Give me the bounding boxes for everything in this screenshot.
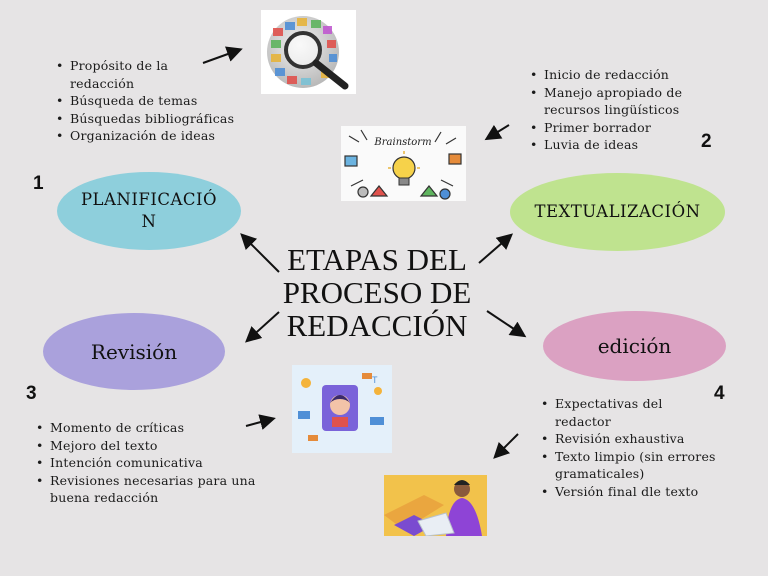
list-item: Organización de ideas xyxy=(56,127,236,145)
stage-number-1: 1 xyxy=(33,173,44,194)
title-line-1: ETAPAS DEL xyxy=(287,242,467,277)
stage-edicion-label: edición xyxy=(597,334,672,358)
stage-edicion: edición xyxy=(543,311,726,381)
list-item: Propósito de la redacción xyxy=(56,57,236,92)
magnifier-globe-image xyxy=(261,10,356,94)
list-item: Luvia de ideas xyxy=(530,136,700,154)
digital-profile-image: T xyxy=(292,365,392,453)
list-item: Primer borrador xyxy=(530,119,700,137)
stage-textualizacion-label: TEXTUALIZACIÓN xyxy=(534,202,701,221)
arrow-to-textualizacion xyxy=(478,233,514,264)
planificacion-list: Propósito de la redacción Búsqueda de te… xyxy=(56,57,236,145)
arrow-edicion-image xyxy=(493,433,519,459)
list-item: Versión final dle texto xyxy=(541,483,721,501)
stage-number-3: 3 xyxy=(26,383,37,404)
list-item: Texto limpio (sin errores gramaticales) xyxy=(541,448,721,483)
stage-revision-label: Revisión xyxy=(90,339,178,364)
list-item: Revisión exhaustiva xyxy=(541,430,721,448)
stage-number-2: 2 xyxy=(701,131,712,152)
stage-planificacion-label: PLANIFICACIÓN xyxy=(80,190,218,231)
stage-planificacion: PLANIFICACIÓN xyxy=(57,172,241,250)
edicion-list: Expectativas del redactor Revisión exhau… xyxy=(541,395,721,500)
list-item: Inicio de redacción xyxy=(530,66,700,84)
stage-revision: Revisión xyxy=(43,313,225,390)
textualizacion-list: Inicio de redacción Manejo apropiado de … xyxy=(530,66,700,154)
list-item: Mejoro del texto xyxy=(36,437,261,455)
stage-textualizacion: TEXTUALIZACIÓN xyxy=(510,173,725,251)
list-item: Manejo apropiado de recursos lingüístico… xyxy=(530,84,700,119)
brainstorm-image: Brainstorm xyxy=(341,126,466,201)
revision-list: Momento de críticas Mejoro del texto Int… xyxy=(36,419,261,507)
list-item: Intención comunicativa xyxy=(36,454,261,472)
stage-number-4: 4 xyxy=(714,383,725,404)
list-item: Revisiones necesarias para una buena red… xyxy=(36,472,261,507)
list-item: Expectativas del redactor xyxy=(541,395,721,430)
brainstorm-text: Brainstorm xyxy=(373,137,431,148)
arrow-to-planificacion xyxy=(240,233,280,273)
svg-text:T: T xyxy=(372,375,378,385)
arrow-textualizacion-image xyxy=(484,124,510,141)
title-line-2: PROCESO DE xyxy=(282,275,472,310)
title-line-3: REDACCIÓN xyxy=(286,308,468,343)
diagram-title: ETAPAS DEL PROCESO DE REDACCIÓN xyxy=(270,243,484,342)
arrow-to-edicion xyxy=(486,310,527,338)
list-item: Búsqueda de temas xyxy=(56,92,236,110)
list-item: Momento de críticas xyxy=(36,419,261,437)
list-item: Búsquedas bibliográficas xyxy=(56,110,236,128)
laptop-person-image xyxy=(384,475,487,536)
arrow-to-revision xyxy=(245,311,280,343)
